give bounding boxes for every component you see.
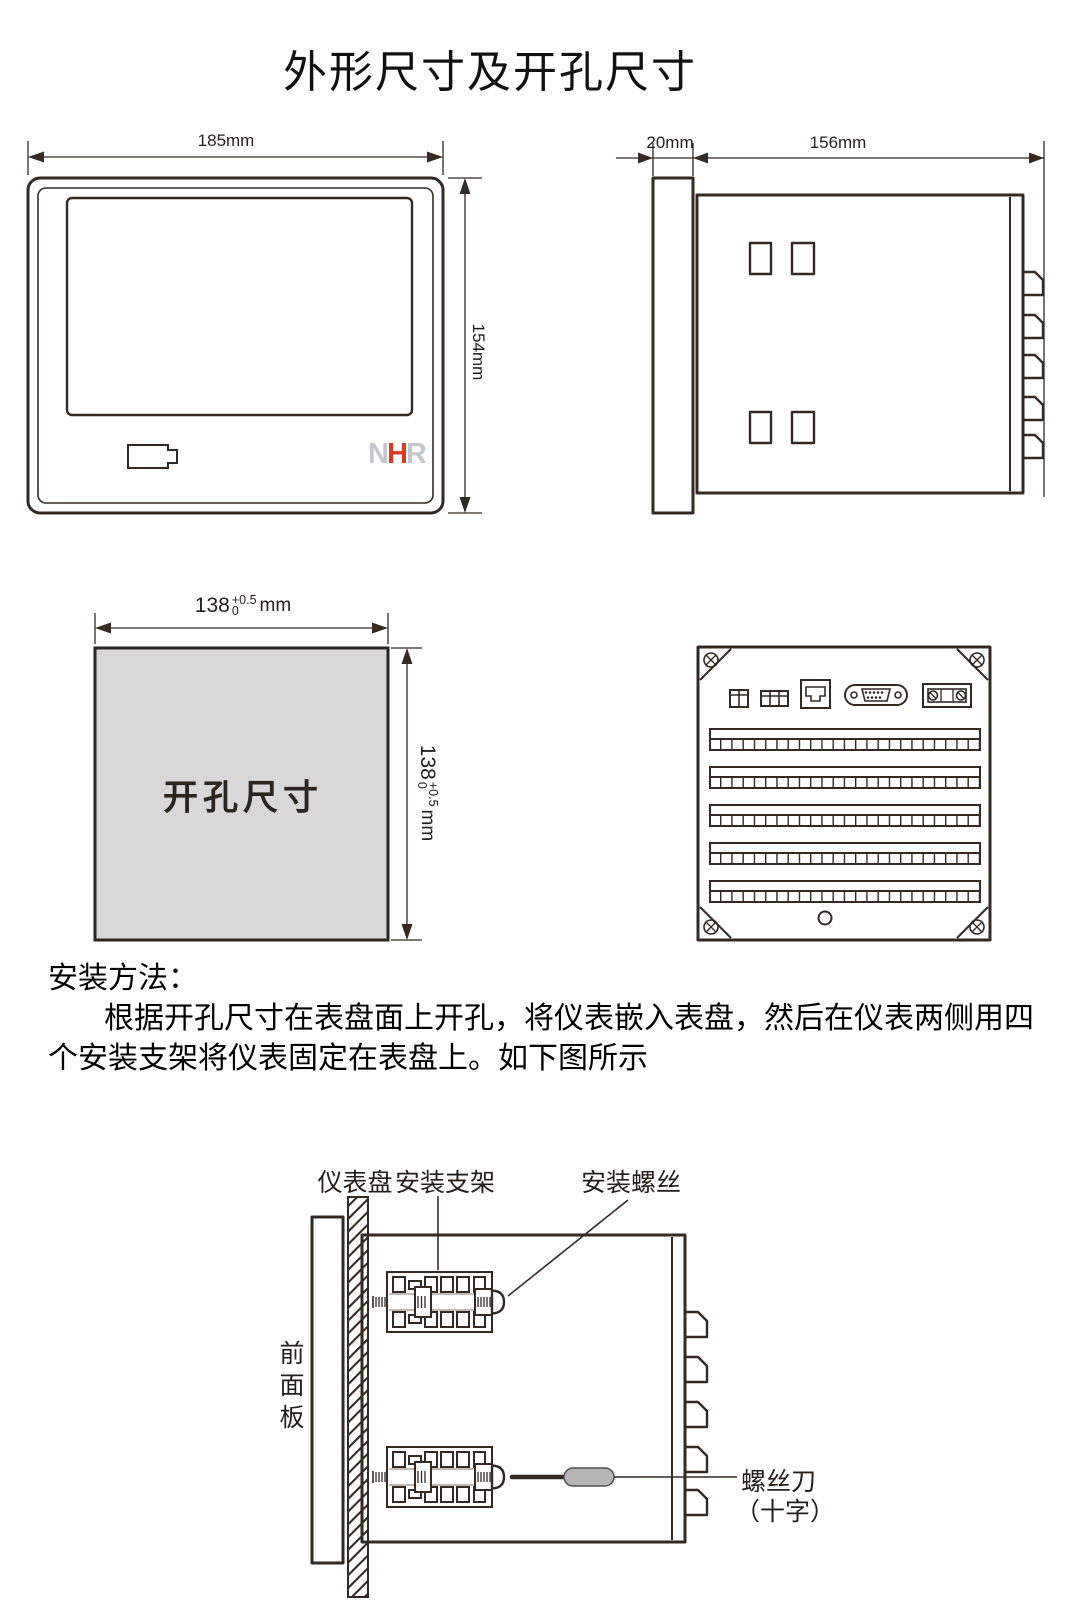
rear-center-hole xyxy=(817,910,833,926)
front-width-dim-label: 185mm xyxy=(197,131,255,150)
install-paragraph-line1: 根据开孔尺寸在表盘面上开孔，将仪表嵌入表盘，然后在仪表两侧用四 xyxy=(104,1002,1034,1035)
cutout-drawing xyxy=(93,613,422,942)
cutout-height-tolerance: +0.5 0 xyxy=(415,781,440,807)
corner-screws xyxy=(703,652,985,935)
terminal-strips xyxy=(709,728,981,903)
cutout-height-value: 138 xyxy=(416,744,439,780)
install-drawing xyxy=(310,1196,737,1598)
install-paragraph-line2: 个安装支架将仪表固定在表盘上。如下图所示 xyxy=(48,1042,648,1075)
dim-185mm xyxy=(27,141,444,175)
label-mounting-bracket: 安装支架 xyxy=(394,1170,496,1197)
rear-view-drawing xyxy=(696,645,992,942)
terminal-3pin xyxy=(760,690,789,707)
dim-20mm-156mm xyxy=(616,141,1045,497)
front-height-dim-label: 154mm xyxy=(469,323,488,381)
install-heading: 安装方法： xyxy=(48,962,198,995)
screw-leader-line xyxy=(507,1199,629,1297)
label-instrument-panel: 仪表盘 xyxy=(317,1170,393,1197)
page-title: 外形尺寸及开孔尺寸 xyxy=(283,48,697,97)
nhr-logo: NHR xyxy=(368,438,427,471)
dim-154mm xyxy=(448,177,482,514)
label-front-panel: 前面板 xyxy=(276,1340,303,1436)
cutout-width-unit: mm xyxy=(259,595,292,616)
screwdriver xyxy=(509,1467,615,1487)
label-mounting-screw: 安装螺丝 xyxy=(580,1170,682,1197)
label-screwdriver-type: （十字） xyxy=(735,1499,836,1526)
logo-letter-n: N xyxy=(368,438,389,470)
cutout-square xyxy=(93,646,390,942)
label-screwdriver: 螺丝刀 xyxy=(741,1469,817,1496)
cutout-height-unit: mm xyxy=(417,809,438,842)
front-screen xyxy=(65,196,414,417)
side-view-drawing xyxy=(616,141,1045,515)
side-body-dim-label: 156mm xyxy=(809,133,867,152)
cutout-height-dim-label: 138 +0.5 0 mm xyxy=(415,744,440,842)
cutout-width-dim-label: 138 +0.5 0 mm xyxy=(195,594,291,618)
dim-cutout-height xyxy=(391,647,422,941)
ethernet-port xyxy=(800,679,831,709)
front-bezel xyxy=(310,1215,345,1565)
usb-slot xyxy=(127,444,178,469)
cutout-width-value: 138 xyxy=(194,594,230,617)
panel-hatch xyxy=(347,1196,369,1598)
power-terminal xyxy=(922,683,972,708)
db9-port xyxy=(844,684,908,706)
cutout-label: 开孔尺寸 xyxy=(162,778,324,818)
front-view-drawing xyxy=(26,141,482,515)
side-bezel-dim-label: 20mm xyxy=(646,133,694,152)
logo-letter-h: H xyxy=(386,438,408,470)
logo-letter-r: R xyxy=(405,438,427,470)
terminal-2pin xyxy=(729,689,749,708)
cutout-width-tolerance: +0.5 0 xyxy=(231,593,257,618)
dim-cutout-width xyxy=(94,613,389,644)
mounting-bracket-bottom xyxy=(371,1445,506,1509)
mounting-bracket-top xyxy=(371,1270,506,1334)
